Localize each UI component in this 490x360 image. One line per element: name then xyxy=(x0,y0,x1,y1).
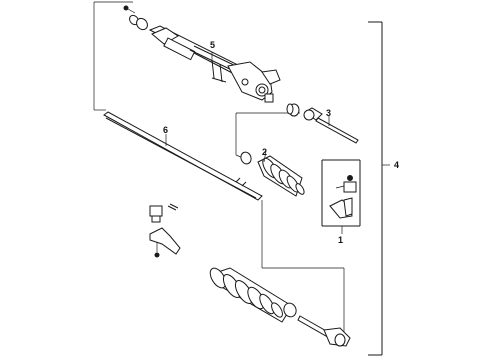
lower-boot-assembly xyxy=(209,267,351,347)
rack-rod-part-6 xyxy=(103,111,263,201)
callout-2: 2 xyxy=(262,147,267,157)
callout-4: 4 xyxy=(394,160,399,170)
inner-tie-rod-part-3 xyxy=(286,103,359,144)
callout-1: 1 xyxy=(338,235,343,245)
rack-housing-part-5 xyxy=(123,5,281,103)
tie-rod-end-part-1 xyxy=(321,159,361,234)
boot-part-2 xyxy=(240,150,305,197)
callout-3: 3 xyxy=(326,108,331,118)
bracket-4 xyxy=(368,21,390,356)
assembly-frame-lines xyxy=(93,1,345,336)
callout-5: 5 xyxy=(210,40,215,50)
left-tie-rod-end xyxy=(149,203,181,258)
callout-6: 6 xyxy=(163,125,168,135)
